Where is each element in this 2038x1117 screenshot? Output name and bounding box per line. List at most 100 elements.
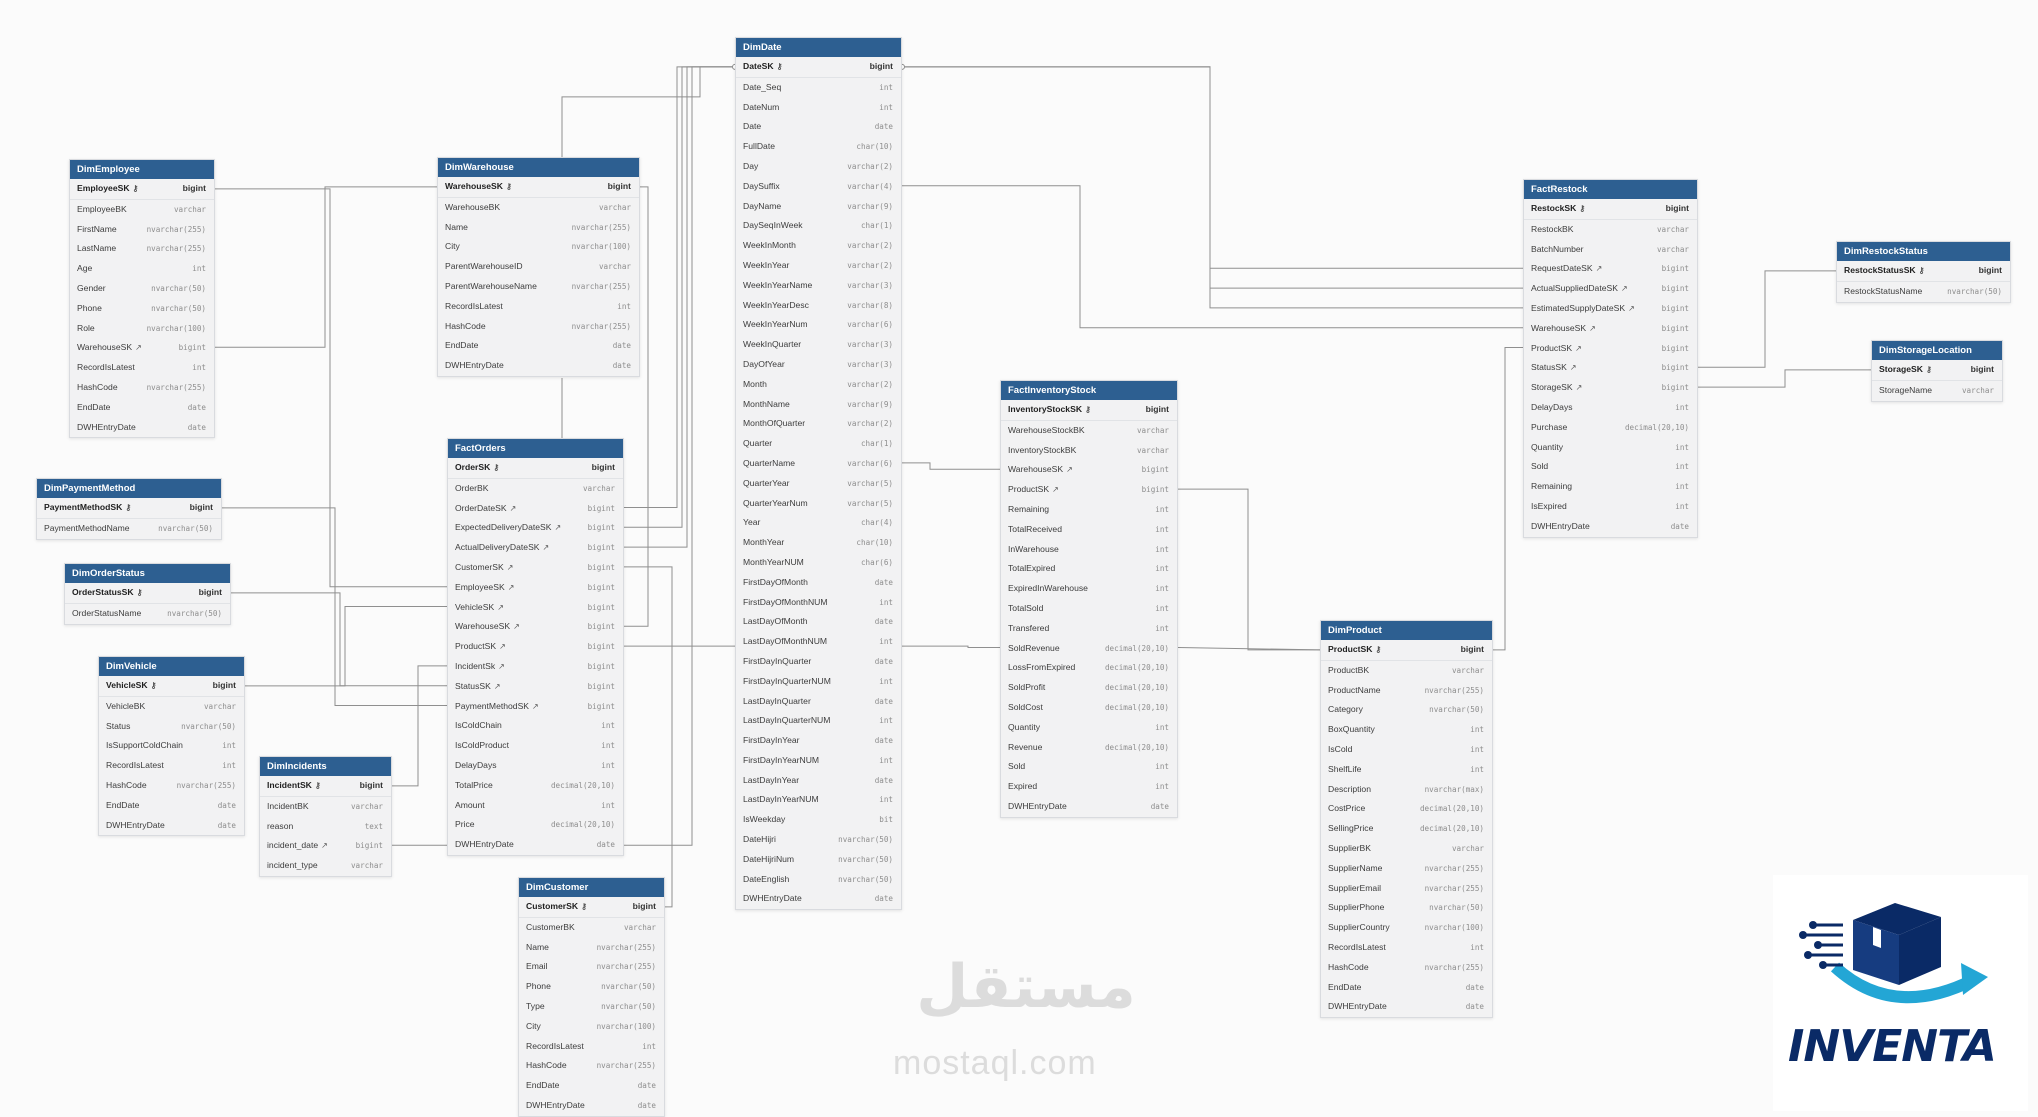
table-title[interactable]: FactOrders — [448, 439, 623, 458]
primary-key-row[interactable]: StorageSK⚷bigint — [1872, 360, 2002, 381]
primary-key-row[interactable]: WarehouseSK⚷bigint — [438, 177, 639, 198]
foreign-key-row[interactable]: StorageSK↗bigint — [1524, 378, 1697, 398]
primary-key-row[interactable]: OrderSK⚷bigint — [448, 458, 623, 479]
foreign-key-row[interactable]: WarehouseSK↗bigint — [448, 617, 623, 637]
table-title[interactable]: DimPaymentMethod — [37, 479, 221, 498]
primary-key-row[interactable]: RestockSK⚷bigint — [1524, 199, 1697, 220]
foreign-key-row[interactable]: WarehouseSK↗bigint — [1524, 319, 1697, 339]
table-title[interactable]: DimIncidents — [260, 757, 391, 776]
table-title[interactable]: DimOrderStatus — [65, 564, 230, 583]
foreign-key-row[interactable]: WarehouseSK↗bigint — [1001, 460, 1177, 480]
table-title[interactable]: DimRestockStatus — [1837, 242, 2010, 261]
foreign-key-row[interactable]: ActualDeliveryDateSK↗bigint — [448, 538, 623, 558]
table-title[interactable]: DimStorageLocation — [1872, 341, 2002, 360]
foreign-key-row[interactable]: incident_date↗bigint — [260, 836, 391, 856]
table-title[interactable]: DimDate — [736, 38, 901, 57]
foreign-key-row[interactable]: StatusSK↗bigint — [448, 677, 623, 697]
foreign-key-row[interactable]: VehicleSK↗bigint — [448, 598, 623, 618]
primary-key-row[interactable]: DateSK⚷bigint — [736, 57, 901, 78]
primary-key-row[interactable]: CustomerSK⚷bigint — [519, 897, 664, 918]
table-title[interactable]: FactRestock — [1524, 180, 1697, 199]
primary-key-row[interactable]: OrderStatusSK⚷bigint — [65, 583, 230, 604]
foreign-key-row[interactable]: StatusSK↗bigint — [1524, 358, 1697, 378]
